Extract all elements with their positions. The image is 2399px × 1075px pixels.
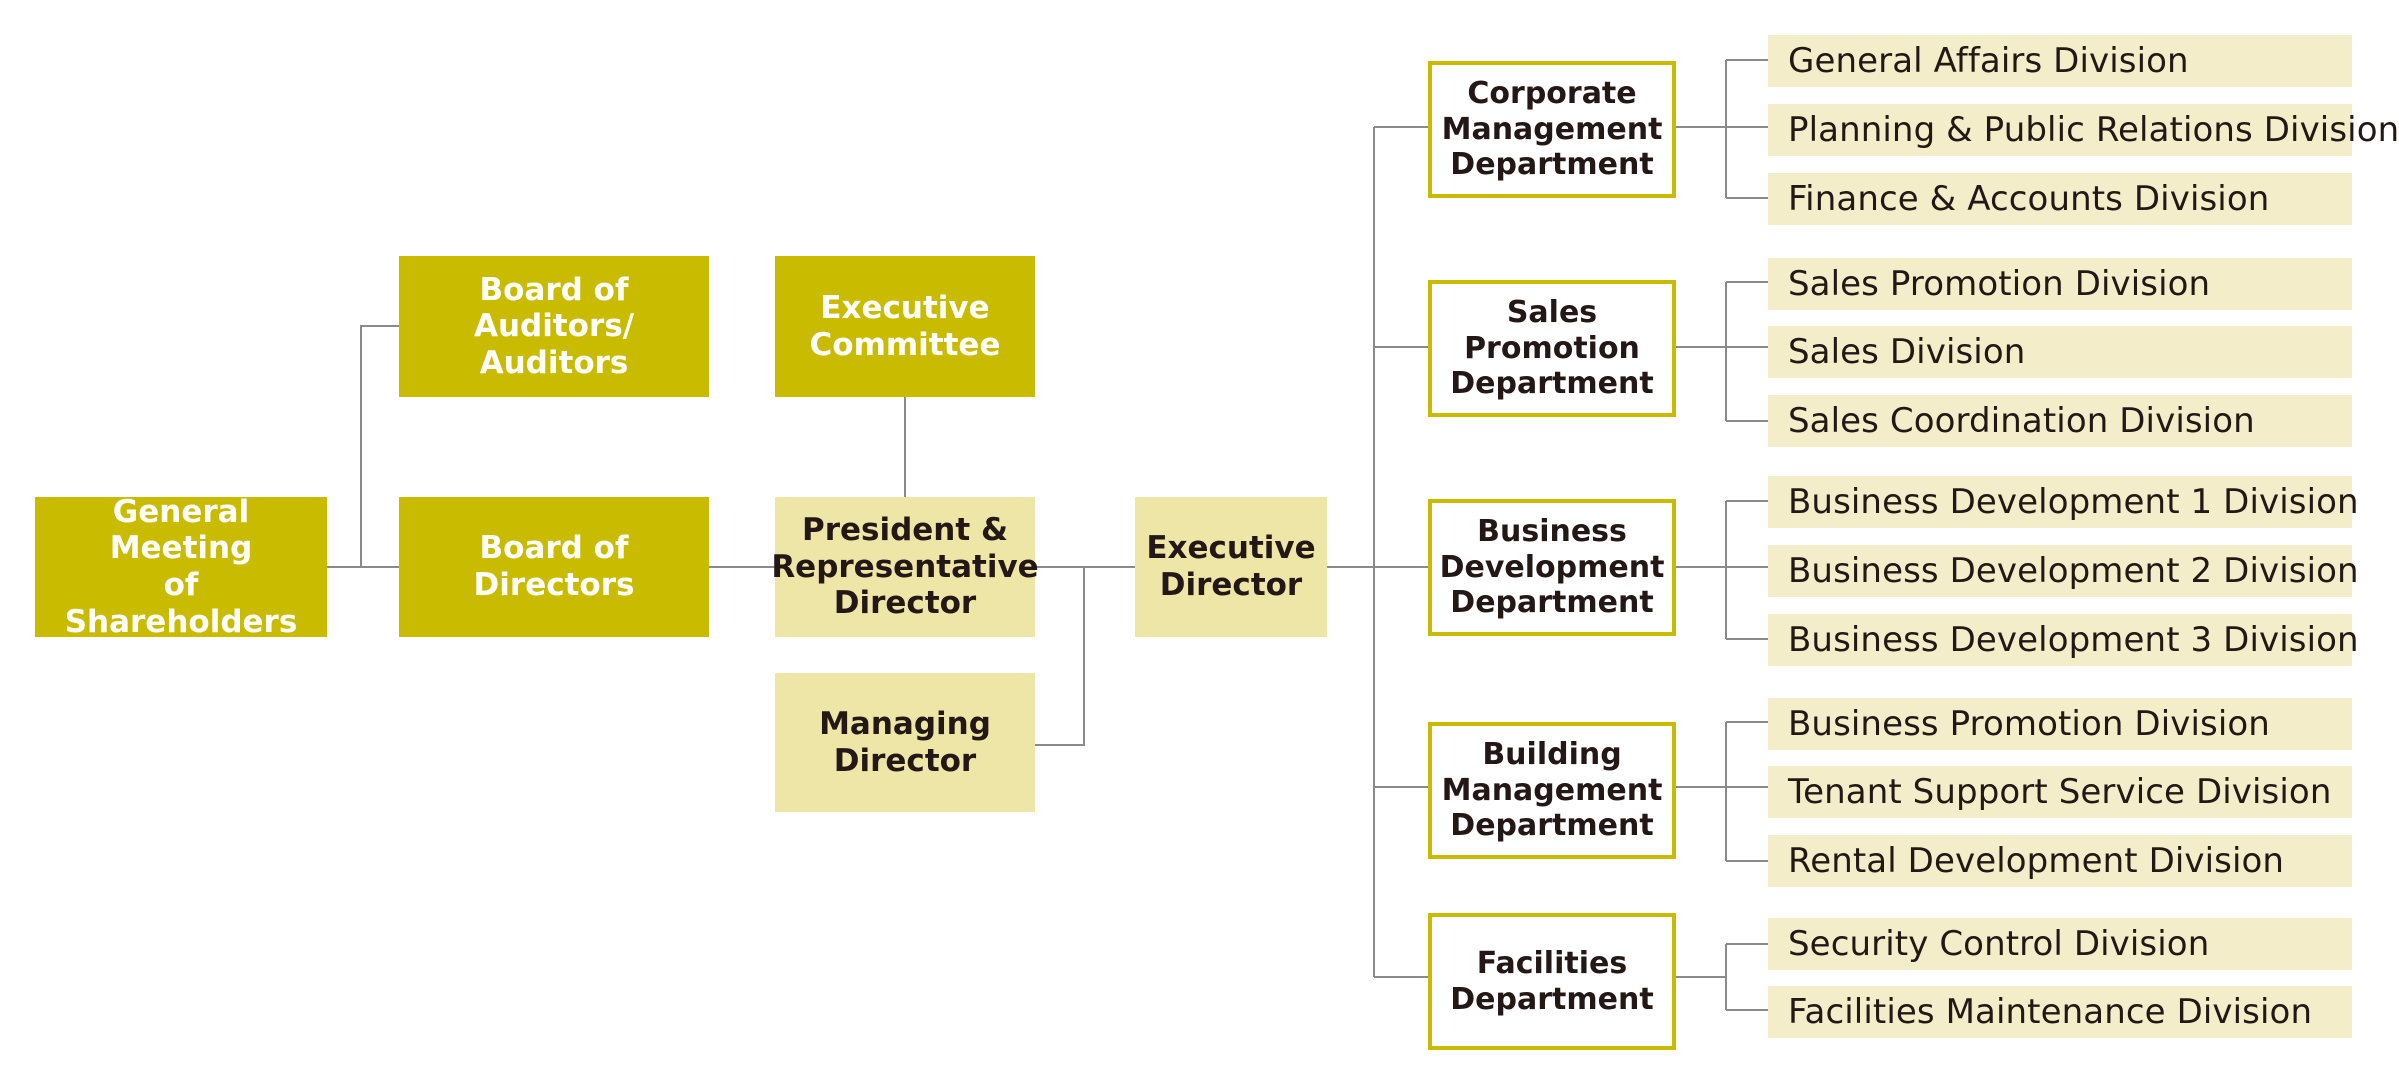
department-label: Corporate Management Department	[1441, 76, 1663, 183]
executive-director-box: Executive Director	[1135, 497, 1327, 637]
president-box: President & Representative Director	[771, 497, 1039, 637]
managing-director-box: Managing Director	[775, 673, 1035, 812]
managing-director-label: Managing Director	[819, 705, 991, 779]
executive-committee-box: Executive Committee	[775, 256, 1035, 397]
president-label: President & Representative Director	[771, 512, 1039, 622]
division-item: Business Development 3 Division	[1768, 614, 2359, 666]
sales-promotion-department-box: Sales Promotion Department	[1428, 280, 1676, 417]
executive-committee-label: Executive Committee	[809, 289, 1001, 363]
division-item: Business Development 1 Division	[1768, 476, 2359, 528]
division-item: Business Development 2 Division	[1768, 545, 2359, 597]
division-item: Facilities Maintenance Division	[1768, 986, 2352, 1038]
general-meeting-label: General Meeting of Shareholders	[64, 493, 298, 640]
department-label: Business Development Department	[1439, 514, 1665, 621]
department-label: Facilities Department	[1450, 946, 1654, 1017]
department-label: Sales Promotion Department	[1450, 295, 1654, 402]
division-item: Business Promotion Division	[1768, 698, 2352, 750]
facilities-department-box: Facilities Department	[1428, 913, 1676, 1050]
division-item: Sales Promotion Division	[1768, 258, 2352, 310]
division-item: Security Control Division	[1768, 918, 2352, 970]
board-of-auditors-box: Board of Auditors/ Auditors	[399, 256, 709, 397]
division-item: Planning & Public Relations Division	[1768, 104, 2399, 156]
building-management-department-box: Building Management Department	[1428, 722, 1676, 859]
department-label: Building Management Department	[1441, 737, 1663, 844]
division-item: Sales Division	[1768, 326, 2352, 378]
board-of-directors-box: Board of Directors	[399, 497, 709, 637]
business-development-department-box: Business Development Department	[1428, 499, 1676, 636]
division-item: Rental Development Division	[1768, 835, 2352, 887]
corporate-management-department-box: Corporate Management Department	[1428, 61, 1676, 198]
board-of-auditors-label: Board of Auditors/ Auditors	[473, 271, 635, 381]
division-item: Tenant Support Service Division	[1768, 766, 2352, 818]
general-meeting-of-shareholders-box: General Meeting of Shareholders	[35, 493, 327, 640]
executive-director-label: Executive Director	[1146, 530, 1316, 603]
division-item: Sales Coordination Division	[1768, 395, 2352, 447]
board-of-directors-label: Board of Directors	[473, 530, 635, 603]
division-item: General Affairs Division	[1768, 35, 2352, 87]
division-item: Finance & Accounts Division	[1768, 173, 2352, 225]
